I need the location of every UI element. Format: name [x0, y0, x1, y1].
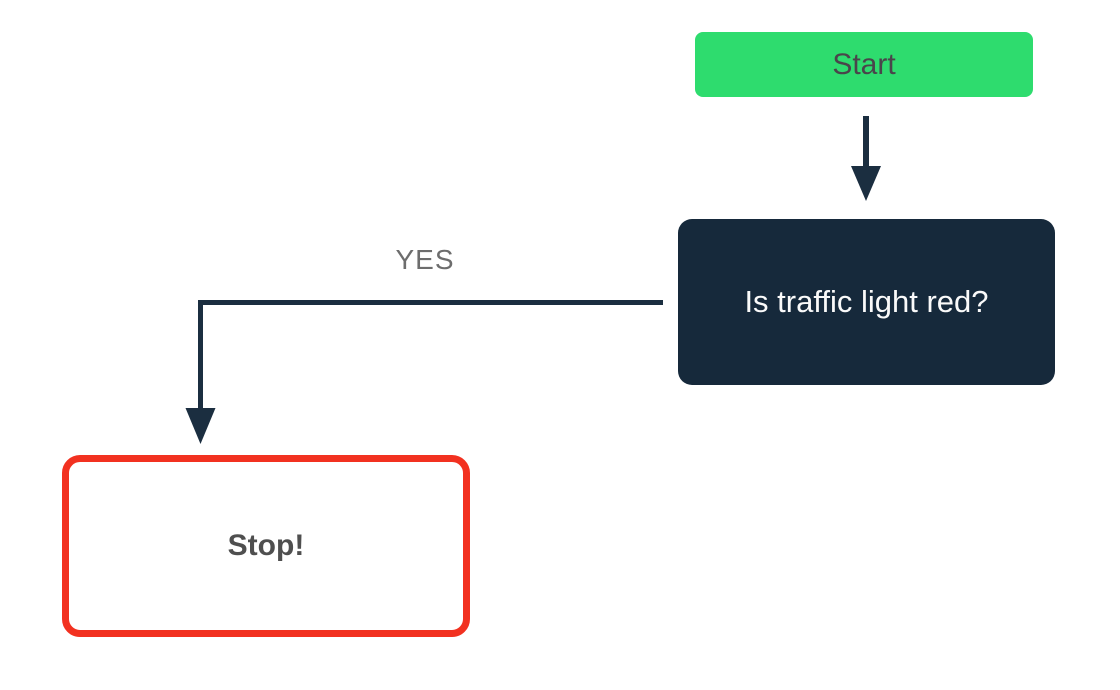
node-start: Start	[695, 32, 1033, 97]
arrowhead-down-icon	[851, 166, 881, 201]
node-stop: Stop!	[62, 455, 470, 637]
node-decision: Is traffic light red?	[678, 219, 1055, 385]
node-decision-label: Is traffic light red?	[744, 284, 989, 319]
node-stop-label: Stop!	[227, 529, 305, 562]
node-start-label: Start	[832, 47, 896, 81]
connector-decision-to-stop	[185, 300, 663, 444]
edge-label-yes: YES	[395, 244, 455, 275]
arrowhead-down-icon	[185, 408, 216, 444]
connector-start-to-decision	[851, 116, 881, 201]
